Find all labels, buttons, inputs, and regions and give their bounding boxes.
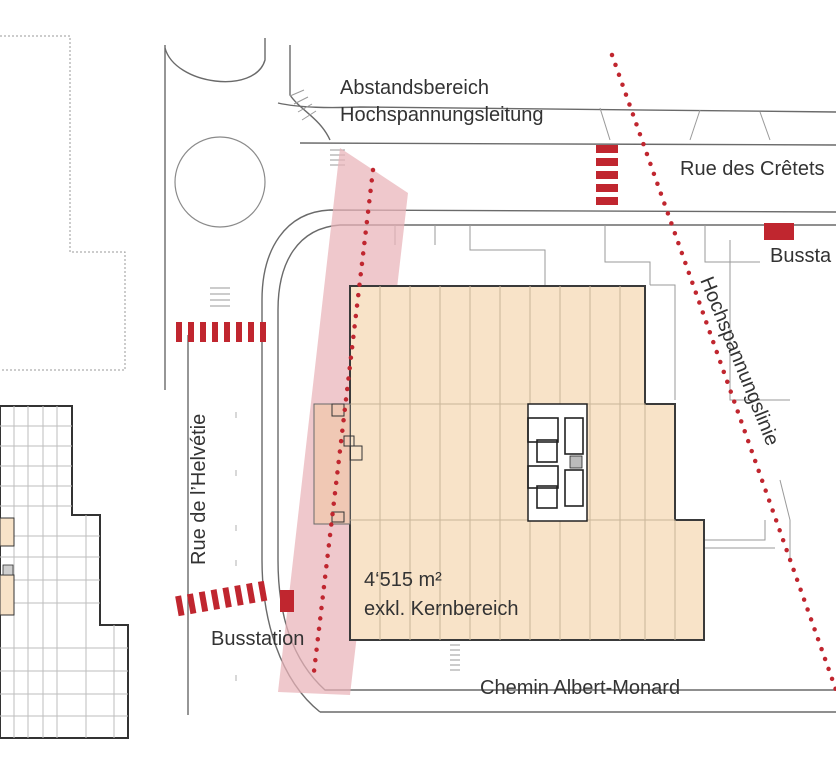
neighbor-plot-outline [0,35,126,371]
bus-stops [280,223,794,612]
label-abstand-line2: Hochspannungsleitung [340,104,544,126]
neighbor-building-floorplan [0,405,129,739]
bus-stop-marker-left [280,590,294,612]
label-rue-cretets: Rue des Crêtets [680,158,825,180]
label-busstation-left: Busstation [211,628,304,650]
label-rue-helvetie: Rue de l’Helvétie [188,414,210,565]
crosswalk-markings [175,145,618,617]
bus-stop-marker-right [764,223,794,240]
label-area-value: 4‘515 m² [364,569,442,591]
label-abstand-line1: Abstandsbereich [340,77,489,99]
grey-hatch-symbols [210,89,460,671]
label-chemin: Chemin Albert-Monard [480,677,680,699]
label-hochspannungslinie: Hochspannungslinie [695,274,783,449]
powerlines [310,52,836,693]
label-busstation-right: Bussta [770,245,832,267]
building-core [527,403,588,522]
label-area-note: exkl. Kernbereich [364,598,519,620]
